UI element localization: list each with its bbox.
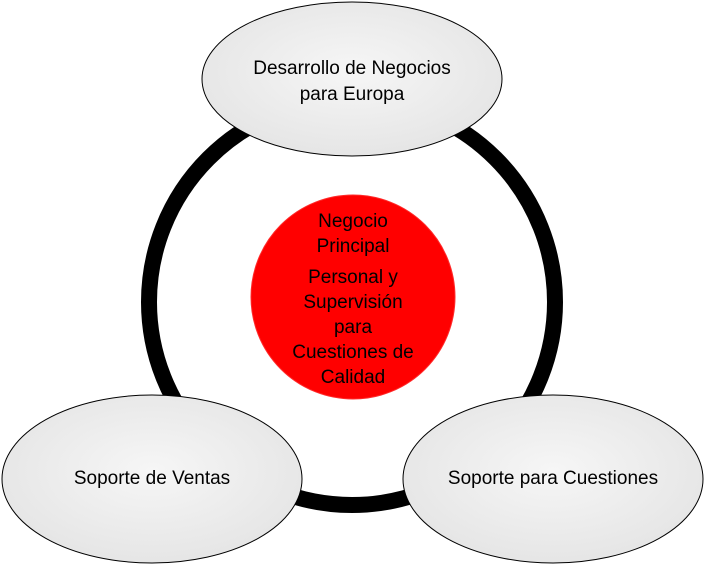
top-node-line2: para Europa	[299, 84, 405, 105]
right-node-text: Soporte para Cuestiones	[447, 468, 659, 489]
top-node-label: Desarrollo de Negocios para Europa	[202, 56, 502, 108]
center-body-line4: Cuestiones de	[292, 342, 414, 363]
center-heading-line2: Principal	[316, 236, 390, 257]
center-body-line5: Calidad	[320, 367, 386, 388]
left-node-text: Soporte de Ventas	[73, 468, 231, 489]
right-node-label: Soporte para Cuestiones	[403, 466, 703, 492]
center-circle	[250, 194, 456, 400]
right-ellipse	[402, 394, 704, 564]
center-body-line2: Supervisión	[303, 292, 403, 313]
top-node-line1: Desarrollo de Negocios	[253, 58, 451, 79]
left-node-label: Soporte de Ventas	[2, 466, 302, 492]
left-ellipse	[1, 394, 303, 564]
center-heading-line1: Negocio	[318, 211, 388, 232]
center-body-line1: Personal y	[308, 267, 398, 288]
center-node-label: Negocio Principal Personal y Supervisión…	[263, 209, 443, 390]
center-body-line3: para	[333, 317, 373, 338]
top-ellipse	[201, 1, 503, 157]
